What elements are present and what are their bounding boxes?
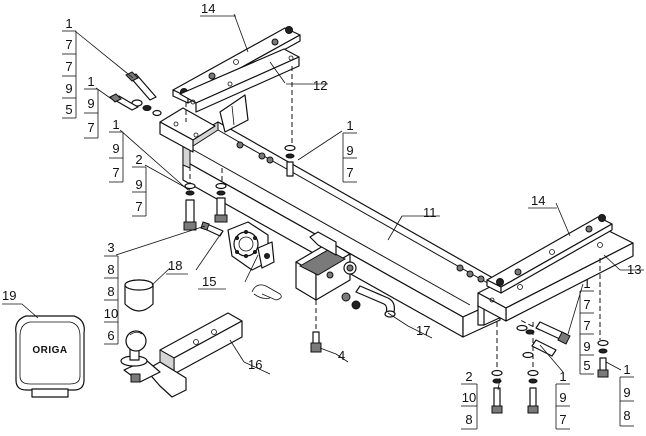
callout-stack-7: 1 7 7 9 5	[579, 276, 594, 375]
ball-cap	[124, 279, 154, 312]
callout-value: 9	[623, 385, 630, 400]
part-label-19: 19	[2, 288, 16, 303]
left-upper-bolts	[109, 71, 162, 117]
callout-stack-10: 1 9 7	[555, 369, 570, 430]
callout-value: 1	[87, 74, 94, 89]
part-label-14-left: 14	[201, 1, 215, 16]
callout-value: 7	[135, 199, 142, 214]
socket-plate	[227, 221, 275, 271]
callout-value: 5	[583, 358, 590, 373]
cover-brand-logo: ORIGA	[32, 345, 67, 356]
callout-value: 7	[583, 318, 590, 333]
callout-value: 6	[107, 328, 114, 343]
callout-value: 10	[104, 306, 118, 321]
left-lower-bolts	[183, 144, 296, 237]
callout-value: 1	[583, 276, 590, 291]
part-label-4: 4	[338, 348, 345, 363]
part-label-14-right: 14	[531, 193, 545, 208]
callout-stack-2: 1 9 7	[84, 74, 99, 139]
callout-value: 7	[346, 165, 353, 180]
callout-value: 10	[462, 390, 476, 405]
receiver-tube	[295, 231, 357, 301]
callout-stack-6: 1 9 7	[342, 118, 357, 183]
callout-value: 2	[135, 152, 142, 167]
callout-value: 1	[559, 369, 566, 384]
callout-stack-1: 1 7 7 9 5	[62, 16, 77, 119]
assembly-guide-lines	[185, 66, 601, 370]
left-side-bracket	[179, 48, 300, 113]
callout-value: 5	[65, 102, 72, 117]
receiver-bolt	[310, 331, 322, 353]
leader-lines	[74, 13, 622, 391]
callout-value: 3	[107, 240, 114, 255]
right-side-bracket	[477, 228, 634, 322]
callout-stack-4: 2 9 7	[132, 152, 147, 217]
callout-value: 1	[623, 362, 630, 377]
beam-bolt-heads	[236, 141, 485, 283]
callout-value: 7	[583, 297, 590, 312]
callout-value: 9	[559, 390, 566, 405]
part-labels: 14 12 11 14 13 18 15 16 17 4 19	[2, 1, 644, 375]
right-mounting-plate	[486, 214, 613, 294]
callout-value: 8	[107, 262, 114, 277]
callout-value: 2	[465, 369, 472, 384]
right-lower-bolts	[491, 321, 609, 414]
part-label-18: 18	[168, 258, 182, 273]
callout-value: 8	[623, 408, 630, 423]
callout-stack-8: 1 9 8	[619, 362, 634, 427]
hitch-pin	[341, 285, 396, 318]
callout-stack-5: 3 8 8 10 6	[104, 240, 119, 345]
callout-stack-9: 2 10 8	[461, 369, 478, 430]
part-label-13: 13	[627, 262, 641, 277]
part-label-11: 11	[423, 205, 437, 220]
callout-value: 9	[87, 96, 94, 111]
part-label-17: 17	[416, 323, 430, 338]
clip-pin	[251, 284, 282, 301]
callout-stack-3: 1 9 7	[109, 117, 124, 183]
callout-value: 9	[346, 143, 353, 158]
part-label-15: 15	[202, 274, 216, 289]
callout-value: 7	[87, 120, 94, 135]
callout-value: 8	[465, 412, 472, 427]
callout-value: 9	[65, 81, 72, 96]
main-cross-beam	[159, 94, 507, 338]
callout-value: 8	[107, 284, 114, 299]
part-label-12: 12	[313, 78, 327, 93]
callout-value: 9	[135, 177, 142, 192]
callout-value: 7	[65, 37, 72, 52]
callout-value: 1	[65, 16, 72, 31]
towbar-cover: ORIGA	[15, 315, 85, 398]
callout-value: 7	[65, 59, 72, 74]
callout-value: 9	[112, 141, 119, 156]
callout-value: 9	[583, 339, 590, 354]
ball-mount	[120, 312, 243, 398]
callout-value: 7	[559, 412, 566, 427]
callout-value: 1	[346, 118, 353, 133]
part-label-16: 16	[248, 357, 262, 372]
callout-value: 7	[112, 165, 119, 180]
callout-value: 1	[112, 117, 119, 132]
